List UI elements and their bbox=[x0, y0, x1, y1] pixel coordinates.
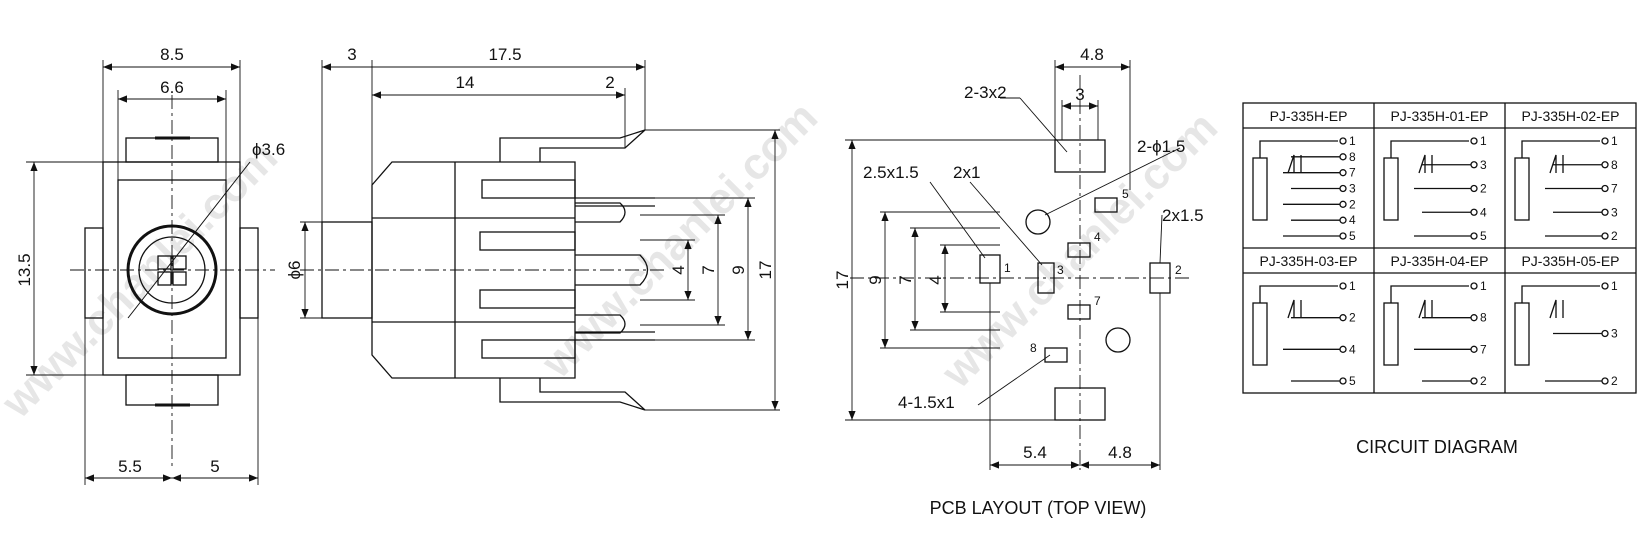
front-width-inner: 6.6 bbox=[160, 78, 184, 97]
circuit-pin-label: 5 bbox=[1480, 229, 1487, 243]
watermark: www.chanlei.com www.chanlei.com www.chan… bbox=[0, 93, 1227, 428]
circuit-pin-label: 7 bbox=[1349, 166, 1356, 180]
circuit-pin-label: 2 bbox=[1480, 374, 1487, 388]
circuit-pin-label: 2 bbox=[1349, 311, 1356, 325]
pcb-bottom-right: 4.8 bbox=[1108, 443, 1132, 462]
pcb-pad-2-3x2: 2-3x2 bbox=[964, 83, 1007, 102]
pcb-bottom-left: 5.4 bbox=[1023, 443, 1047, 462]
circuit-pin-label: 1 bbox=[1349, 134, 1356, 148]
pcb-layout-title: PCB LAYOUT (TOP VIEW) bbox=[930, 498, 1147, 518]
circuit-table: PJ-335H-EP1873245PJ-335H-01-EP13245PJ-33… bbox=[1242, 102, 1637, 394]
front-width-outer: 8.5 bbox=[160, 45, 184, 64]
circuit-pin-label: 4 bbox=[1480, 205, 1487, 219]
circuit-pin-label: 4 bbox=[1349, 342, 1356, 356]
circuit-pin-label: 2 bbox=[1611, 374, 1618, 388]
circuit-cell: PJ-335H-02-EP 1 8 7 3 2 bbox=[1514, 108, 1620, 243]
pcb-pad-2x1: 2x1 bbox=[953, 163, 980, 182]
circuit-pin-label: 3 bbox=[1480, 158, 1487, 172]
circuit-cell: PJ-335H-04-EP 1 8 7 2 bbox=[1383, 253, 1489, 388]
pcb-pin-8: 8 bbox=[1030, 341, 1037, 355]
front-bottom-left: 5.5 bbox=[118, 457, 142, 476]
circuit-pin-label: 8 bbox=[1611, 158, 1618, 172]
circuit-pin-label: 1 bbox=[1611, 134, 1618, 148]
circuit-pin-label: 7 bbox=[1480, 342, 1487, 356]
circuit-pin-label: 1 bbox=[1349, 279, 1356, 293]
pcb-pad-2x1-5: 2x1.5 bbox=[1162, 206, 1204, 225]
pcb-pin-3: 3 bbox=[1057, 263, 1064, 277]
circuit-pin-label: 1 bbox=[1611, 279, 1618, 293]
side-dia-6: ϕ6 bbox=[285, 261, 304, 280]
pcb-pin-7: 7 bbox=[1094, 294, 1101, 308]
pcb-dim-9: 9 bbox=[866, 275, 885, 284]
circuit-pin-label: 2 bbox=[1480, 182, 1487, 196]
side-view bbox=[300, 60, 780, 411]
circuit-diagram-title: CIRCUIT DIAGRAM bbox=[1356, 437, 1518, 457]
pcb-pad-2-5x1-5: 2.5x1.5 bbox=[863, 163, 919, 182]
circuit-pin-label: 3 bbox=[1611, 205, 1618, 219]
circuit-cell-title: PJ-335H-04-EP bbox=[1390, 253, 1488, 269]
circuit-cell: PJ-335H-01-EP 1 3 2 4 5 bbox=[1383, 108, 1489, 243]
svg-text:www.chanlei.com: www.chanlei.com bbox=[0, 133, 287, 428]
circuit-pin-label: 2 bbox=[1349, 197, 1356, 211]
circuit-pin-label: 7 bbox=[1611, 182, 1618, 196]
circuit-pin-label: 1 bbox=[1480, 279, 1487, 293]
front-height: 13.5 bbox=[15, 253, 34, 286]
side-dim-9: 9 bbox=[729, 265, 748, 274]
circuit-cell-title: PJ-335H-05-EP bbox=[1521, 253, 1619, 269]
circuit-pin-label: 2 bbox=[1611, 229, 1618, 243]
pcb-pin-2: 2 bbox=[1175, 263, 1182, 277]
side-dim-2: 2 bbox=[605, 73, 614, 92]
circuit-cell: PJ-335H-EP1 8 7 32 4 5 bbox=[1252, 108, 1356, 243]
pcb-dim-7: 7 bbox=[896, 275, 915, 284]
circuit-cell-title: PJ-335H-01-EP bbox=[1390, 108, 1488, 124]
pcb-top-width: 4.8 bbox=[1080, 45, 1104, 64]
pcb-layout bbox=[845, 60, 1190, 470]
circuit-cell-title: PJ-335H-02-EP bbox=[1521, 108, 1619, 124]
circuit-cell: PJ-335H-05-EP 1 3 2 bbox=[1514, 253, 1620, 388]
pcb-pin-4: 4 bbox=[1094, 230, 1101, 244]
circuit-pin-label: 8 bbox=[1349, 150, 1356, 164]
circuit-cell: PJ-335H-03-EP 1 2 4 5 bbox=[1252, 253, 1358, 388]
pcb-pin-1: 1 bbox=[1004, 261, 1011, 275]
circuit-pin-label: 3 bbox=[1611, 327, 1618, 341]
circuit-pin-label: 5 bbox=[1349, 229, 1356, 243]
circuit-pin-label: 3 bbox=[1349, 182, 1356, 196]
side-dim-3: 3 bbox=[347, 45, 356, 64]
pcb-pin-5: 5 bbox=[1122, 187, 1129, 201]
pcb-dim-4: 4 bbox=[926, 275, 945, 284]
front-bottom-right: 5 bbox=[210, 457, 219, 476]
side-dim-14: 14 bbox=[456, 73, 475, 92]
pcb-dim-17: 17 bbox=[833, 271, 852, 290]
side-dim-7: 7 bbox=[699, 265, 718, 274]
front-view bbox=[26, 60, 275, 485]
circuit-pin-label: 8 bbox=[1480, 311, 1487, 325]
side-dim-17: 17 bbox=[756, 261, 775, 280]
pcb-pad-4-1-5x1: 4-1.5x1 bbox=[898, 393, 955, 412]
side-dim-4: 4 bbox=[669, 265, 688, 274]
circuit-pin-label: 5 bbox=[1349, 374, 1356, 388]
circuit-cell-title: PJ-335H-03-EP bbox=[1259, 253, 1357, 269]
circuit-pin-label: 4 bbox=[1349, 213, 1356, 227]
circuit-pin-label: 1 bbox=[1480, 134, 1487, 148]
pcb-top-inner: 3 bbox=[1075, 85, 1084, 104]
circuit-cell-title: PJ-335H-EP bbox=[1270, 108, 1348, 124]
side-dim-17-5: 17.5 bbox=[488, 45, 521, 64]
pcb-hole-2-1-5: 2-ϕ1.5 bbox=[1137, 137, 1185, 156]
front-hole-dia: ϕ3.6 bbox=[252, 140, 285, 159]
